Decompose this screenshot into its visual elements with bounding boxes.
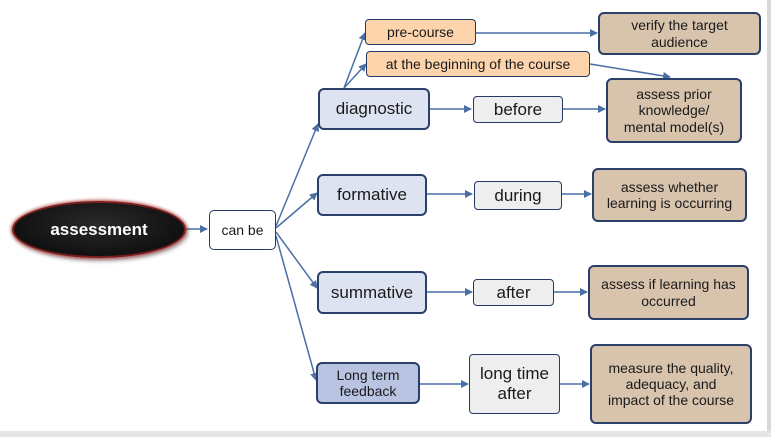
verify-audience-node: verify the target audience (598, 12, 761, 55)
beginning-of-course-node: at the beginning of the course (366, 51, 590, 77)
diagnostic-node: diagnostic (318, 88, 430, 130)
after-node: after (473, 279, 554, 306)
during-label: during (494, 185, 542, 205)
arrow-canbe-to-longterm (275, 235, 318, 381)
arrow-diagnostic-to-beginning (343, 63, 367, 89)
long-term-label-line2: feedback (339, 383, 397, 399)
arrow-canbe-to-formative (275, 192, 318, 229)
long-time-label-line2: after (497, 384, 532, 403)
arrow-beginning-to-prior (589, 63, 671, 80)
if-label-line1: assess if learning has (601, 276, 736, 293)
arrow-diagnostic-to-precourse (343, 32, 367, 89)
long-term-label-line1: Long term (336, 366, 400, 383)
prior-label-line2: knowledge/ (638, 102, 710, 119)
can-be-node: can be (209, 210, 276, 250)
whether-label-line1: assess whether (620, 178, 719, 195)
assessment-root-node: assessment (12, 201, 186, 258)
quality-label-line1: measure the quality, (608, 359, 734, 376)
slide-frame-bottom-edge (0, 431, 771, 437)
pre-course-node: pre-course (365, 19, 476, 45)
arrow-canbe-to-summative (275, 231, 318, 289)
summative-label: summative (330, 282, 414, 302)
prior-label-line1: assess prior (636, 86, 712, 103)
before-node: before (473, 96, 563, 123)
pre-course-label: pre-course (387, 23, 454, 40)
whether-label-line2: learning is occurring (606, 195, 733, 211)
assessment-label: assessment (50, 219, 148, 239)
can-be-label: can be (221, 221, 264, 238)
verify-label-line1: verify the target (631, 17, 728, 34)
prior-label-line3: mental model(s) (623, 118, 725, 135)
formative-node: formative (317, 174, 427, 216)
during-node: during (474, 181, 562, 210)
diagnostic-label: diagnostic (335, 99, 413, 119)
slide-frame-right-edge (767, 0, 771, 437)
verify-label-line2: audience (651, 33, 708, 50)
formative-label: formative (337, 185, 407, 205)
quality-label-line3: impact of the course (607, 392, 735, 409)
arrow-canbe-to-diagnostic (275, 123, 320, 227)
before-label: before (493, 99, 543, 119)
after-label: after (496, 282, 531, 302)
measure-quality-node: measure the quality, adequacy, and impac… (590, 344, 752, 424)
assess-if-learning-node: assess if learning has occurred (588, 265, 749, 320)
long-time-after-node: long time after (469, 354, 560, 414)
if-label-line2: occurred (641, 292, 696, 309)
beginning-of-course-label: at the beginning of the course (385, 55, 571, 72)
long-time-label-line1: long time (480, 364, 549, 384)
assess-prior-knowledge-node: assess prior knowledge/ mental model(s) (606, 78, 742, 143)
long-term-feedback-node: Long term feedback (316, 362, 420, 404)
assess-whether-learning-node: assess whether learning is occurring (592, 168, 747, 222)
summative-node: summative (317, 271, 427, 314)
quality-label-line2: adequacy, and (625, 375, 717, 392)
